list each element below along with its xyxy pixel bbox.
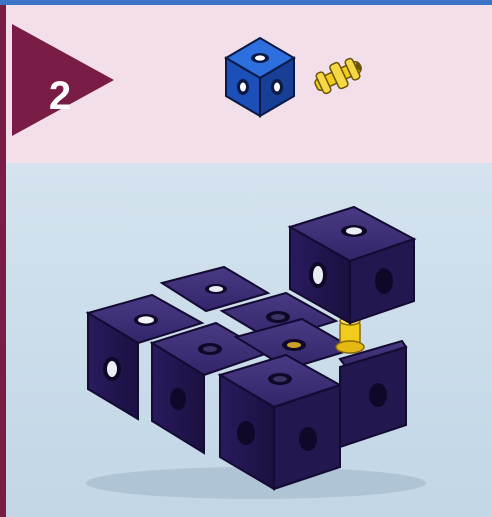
blue-cube-icon [226, 38, 294, 116]
step-marker: 2 [12, 24, 114, 136]
assembly-illustration [6, 163, 492, 517]
parts-needed [222, 36, 372, 118]
cube-right-lower [340, 341, 406, 447]
yellow-connector-icon [311, 53, 367, 97]
step-number: 2 [28, 72, 92, 120]
